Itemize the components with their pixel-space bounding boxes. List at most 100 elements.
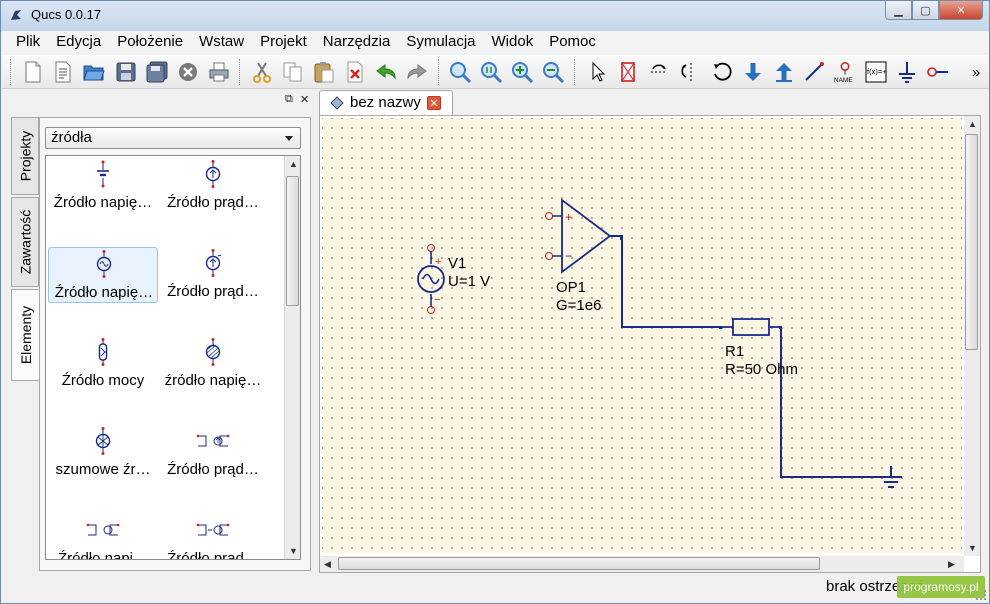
ground-symbol[interactable] bbox=[880, 466, 902, 488]
copy-button[interactable] bbox=[281, 60, 305, 84]
v1-value: U=1 V bbox=[448, 273, 490, 290]
toolbar-overflow-button[interactable]: » bbox=[964, 60, 988, 84]
scroll-right-icon[interactable]: ▶ bbox=[948, 559, 955, 569]
list-item[interactable]: Źródło mocy bbox=[48, 336, 158, 392]
dock-float-button[interactable]: ⧉ bbox=[285, 93, 293, 105]
chevron-down-icon bbox=[285, 136, 293, 141]
new-text-button[interactable] bbox=[51, 60, 75, 84]
v1-source[interactable]: + − V1 U=1 V bbox=[417, 244, 490, 314]
delete-button[interactable] bbox=[343, 60, 367, 84]
zoom-1-1-button[interactable] bbox=[479, 60, 503, 84]
category-dropdown[interactable]: źródła bbox=[45, 127, 301, 149]
print-button[interactable] bbox=[207, 60, 231, 84]
zoom-in-button[interactable] bbox=[510, 60, 534, 84]
menu-narzedzia[interactable]: Narzędzia bbox=[322, 33, 391, 50]
list-item-label: Źródło prąd… bbox=[167, 550, 259, 560]
cut-button[interactable] bbox=[250, 60, 274, 84]
menu-wstaw[interactable]: Wstaw bbox=[199, 33, 245, 50]
toolbar-grip bbox=[10, 59, 12, 85]
menu-plik[interactable]: Plik bbox=[16, 33, 41, 50]
tab-elementy[interactable]: Elementy bbox=[11, 289, 41, 381]
port-icon bbox=[927, 67, 948, 77]
scroll-up-icon[interactable]: ▲ bbox=[968, 119, 977, 129]
wire-r1-ground[interactable] bbox=[780, 327, 891, 478]
scroll-up-icon[interactable]: ▲ bbox=[289, 159, 298, 169]
dock-close-button[interactable]: ✕ bbox=[300, 94, 310, 106]
menu-symulacja[interactable]: Symulacja bbox=[406, 33, 476, 50]
list-item-label: Źródło prąd… bbox=[167, 283, 259, 300]
close-button[interactable]: ✕ bbox=[939, 1, 983, 20]
zoom-out-button[interactable] bbox=[541, 60, 565, 84]
minimize-button[interactable]: ▁ bbox=[885, 1, 912, 20]
close-file-button[interactable] bbox=[176, 60, 200, 84]
menu-polozenie[interactable]: Położenie bbox=[117, 33, 184, 50]
noise-current-source-icon bbox=[95, 427, 111, 455]
list-item[interactable]: Źródło prąd… bbox=[158, 158, 268, 214]
tab-zawartosc[interactable]: Zawartość bbox=[11, 197, 39, 287]
scrollbar-thumb[interactable] bbox=[965, 134, 978, 350]
maximize-button[interactable]: ▢ bbox=[912, 1, 939, 20]
list-item[interactable]: szumowe źr… bbox=[48, 425, 158, 481]
wire-label-icon: NAME bbox=[834, 62, 853, 84]
list-item[interactable]: Źródło napię… bbox=[48, 158, 158, 214]
close-icon: ✕ bbox=[956, 4, 966, 17]
list-item[interactable]: Źródło prąd… bbox=[158, 247, 268, 303]
tab-close-icon[interactable]: ✕ bbox=[427, 96, 441, 110]
deactivate-button[interactable] bbox=[616, 60, 640, 84]
undo-button[interactable] bbox=[374, 60, 398, 84]
scrollbar-thumb[interactable] bbox=[286, 176, 299, 306]
ground-button[interactable] bbox=[895, 60, 919, 84]
menu-projekt[interactable]: Projekt bbox=[260, 33, 307, 50]
canvas-horizontal-scrollbar[interactable]: ◀ ▶ bbox=[320, 556, 964, 572]
equation-button[interactable]: f(x)=+ bbox=[864, 60, 888, 84]
mirror-y-button[interactable] bbox=[679, 60, 703, 84]
zoom-in-icon bbox=[512, 62, 534, 84]
r1-name: R1 bbox=[725, 343, 744, 360]
r1-resistor[interactable]: R1 R=50 Ohm bbox=[719, 318, 798, 378]
scrollbar-thumb[interactable] bbox=[338, 557, 820, 570]
list-item[interactable]: źródło napię… bbox=[158, 336, 268, 392]
list-item[interactable]: Źródło prąd… bbox=[158, 514, 268, 560]
wire-label-button[interactable]: NAME bbox=[833, 60, 857, 84]
list-item[interactable]: Źródło napi… bbox=[48, 514, 158, 559]
list-item-label: Źródło napię… bbox=[53, 194, 153, 211]
schematic-canvas[interactable]: + − V1 U=1 V + − OP1 G=1e6 bbox=[322, 118, 962, 553]
exit-subcircuit-button[interactable] bbox=[772, 60, 796, 84]
component-list-scrollbar[interactable]: ▲ ▼ bbox=[284, 156, 300, 559]
mirror-x-icon bbox=[651, 64, 667, 73]
new-file-button[interactable] bbox=[21, 60, 45, 84]
list-item-label: szumowe źr… bbox=[55, 461, 151, 478]
open-button[interactable] bbox=[82, 60, 106, 84]
redo-button[interactable] bbox=[405, 60, 429, 84]
op1-opamp[interactable]: + − OP1 G=1e6 bbox=[545, 198, 624, 314]
enter-subcircuit-icon bbox=[745, 63, 761, 81]
list-item-label: Źródło napię… bbox=[54, 284, 154, 301]
scroll-down-icon[interactable]: ▼ bbox=[968, 543, 977, 553]
canvas-vertical-scrollbar[interactable]: ▲ ▼ bbox=[964, 116, 980, 556]
wire-button[interactable] bbox=[802, 60, 826, 84]
list-item[interactable]: Źródło prąd… bbox=[158, 425, 268, 481]
paste-icon bbox=[314, 62, 334, 83]
mirror-x-button[interactable] bbox=[647, 60, 671, 84]
menu-pomoc[interactable]: Pomoc bbox=[549, 33, 596, 50]
paste-button[interactable] bbox=[312, 60, 336, 84]
menu-widok[interactable]: Widok bbox=[491, 33, 534, 50]
save-all-button[interactable] bbox=[145, 60, 169, 84]
tab-bez-nazwy[interactable]: bez nazwy ✕ bbox=[319, 90, 453, 115]
zoom-fit-button[interactable] bbox=[448, 60, 472, 84]
list-item-selected[interactable]: Źródło napię… bbox=[48, 247, 158, 303]
tab-projekty[interactable]: Projekty bbox=[11, 117, 39, 195]
resize-grip[interactable] bbox=[976, 590, 986, 600]
v1-plus: + bbox=[435, 256, 441, 268]
enter-subcircuit-button[interactable] bbox=[741, 60, 765, 84]
scroll-down-icon[interactable]: ▼ bbox=[289, 546, 298, 556]
wire-op1-r1[interactable] bbox=[610, 235, 720, 328]
rotate-button[interactable] bbox=[710, 60, 734, 84]
save-all-icon bbox=[146, 61, 168, 83]
select-button[interactable] bbox=[586, 60, 610, 84]
menu-edycja[interactable]: Edycja bbox=[56, 33, 102, 50]
save-button[interactable] bbox=[114, 60, 138, 84]
deactivate-icon bbox=[621, 62, 635, 82]
port-button[interactable] bbox=[926, 60, 950, 84]
scroll-left-icon[interactable]: ◀ bbox=[324, 559, 331, 569]
